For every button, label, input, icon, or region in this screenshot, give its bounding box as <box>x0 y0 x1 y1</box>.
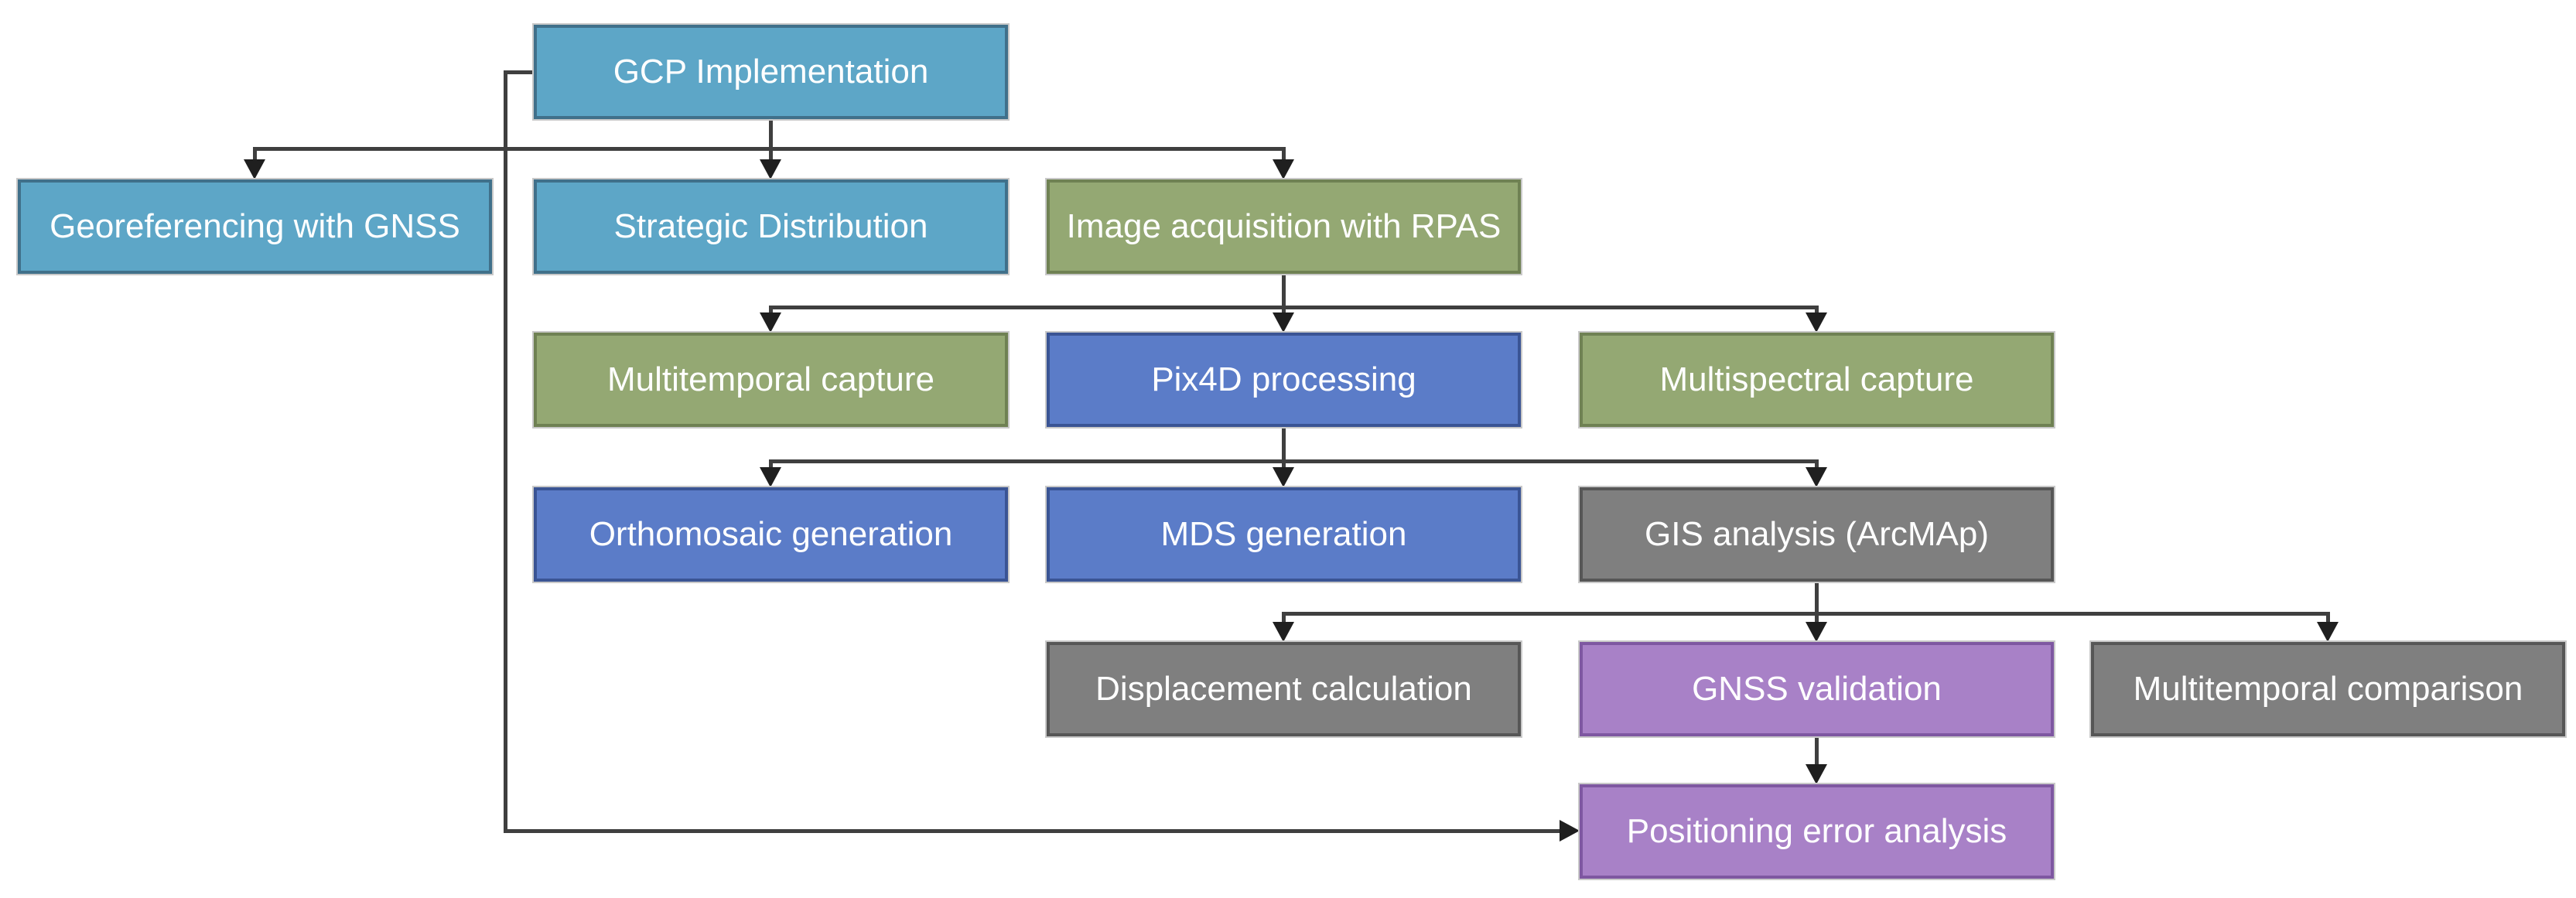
arrowhead-to-gis <box>1806 467 1827 487</box>
node-mds-generation: MDS generation <box>1045 486 1522 583</box>
edge-image-acq-down-line <box>1282 274 1286 316</box>
edge-gcp-left-stub-line <box>504 70 536 74</box>
node-pix4d-processing: Pix4D processing <box>1045 331 1522 429</box>
arrowhead-to-displacement <box>1273 622 1294 642</box>
edge-to-orthomosaic-line <box>769 459 773 470</box>
arrowhead-to-multispectral-capture <box>1806 312 1827 333</box>
arrowhead-to-pix4d <box>1273 312 1294 333</box>
node-gnss-validation: GNSS validation <box>1578 640 2055 738</box>
node-positioning-error-analysis: Positioning error analysis <box>1578 783 2055 880</box>
arrowhead-to-strategic <box>760 159 781 179</box>
arrowhead-to-image-acquisition <box>1273 159 1294 179</box>
edge-to-gis-line <box>1815 459 1819 470</box>
edge-row2-distribution-line <box>769 306 1819 309</box>
edge-gis-down-line <box>1815 582 1819 625</box>
node-orthomosaic-generation: Orthomosaic generation <box>532 486 1010 583</box>
node-georeferencing-with-gnss: Georeferencing with GNSS <box>16 178 494 275</box>
arrowhead-to-mds <box>1273 467 1294 487</box>
edge-to-multispectral-capture-line <box>1815 306 1819 316</box>
node-multispectral-capture: Multispectral capture <box>1578 331 2055 429</box>
edge-to-strategic-line <box>769 147 773 162</box>
edge-to-georeferencing-line <box>253 147 257 162</box>
arrowhead-to-georeferencing <box>244 159 265 179</box>
node-image-acquisition-rpas: Image acquisition with RPAS <box>1045 178 1522 275</box>
node-multitemporal-capture: Multitemporal capture <box>532 331 1010 429</box>
node-gis-analysis-arcmap: GIS analysis (ArcMAp) <box>1578 486 2055 583</box>
edge-gnss-down-line <box>1815 736 1819 767</box>
edge-gcp-long-bottom-line <box>504 829 1560 833</box>
node-strategic-distribution: Strategic Distribution <box>532 178 1010 275</box>
arrowhead-to-gnss-validation <box>1806 622 1827 642</box>
edge-gcp-long-vertical-line <box>504 70 507 833</box>
node-multitemporal-comparison: Multitemporal comparison <box>2089 640 2567 738</box>
arrowhead-to-positioning <box>1806 764 1827 784</box>
edge-pix4d-down-line <box>1282 427 1286 470</box>
arrowhead-to-multitemporal-comparison <box>2317 622 2339 642</box>
edge-to-image-acquisition-line <box>1282 147 1286 162</box>
edge-row3-distribution-line <box>769 459 1819 463</box>
edge-to-multitemporal-capture-line <box>769 306 773 316</box>
edge-row4-distribution-line <box>1282 612 2330 616</box>
node-displacement-calculation: Displacement calculation <box>1045 640 1522 738</box>
arrowhead-to-orthomosaic <box>760 467 781 487</box>
arrowhead-gcp-to-positioning <box>1560 820 1580 842</box>
node-gcp-implementation: GCP Implementation <box>532 23 1010 121</box>
edge-to-multitemporal-comparison-line <box>2326 612 2330 625</box>
edge-to-displacement-line <box>1282 612 1286 625</box>
arrowhead-to-multitemporal-capture <box>760 312 781 333</box>
edge-gcp-down-line <box>769 118 773 150</box>
